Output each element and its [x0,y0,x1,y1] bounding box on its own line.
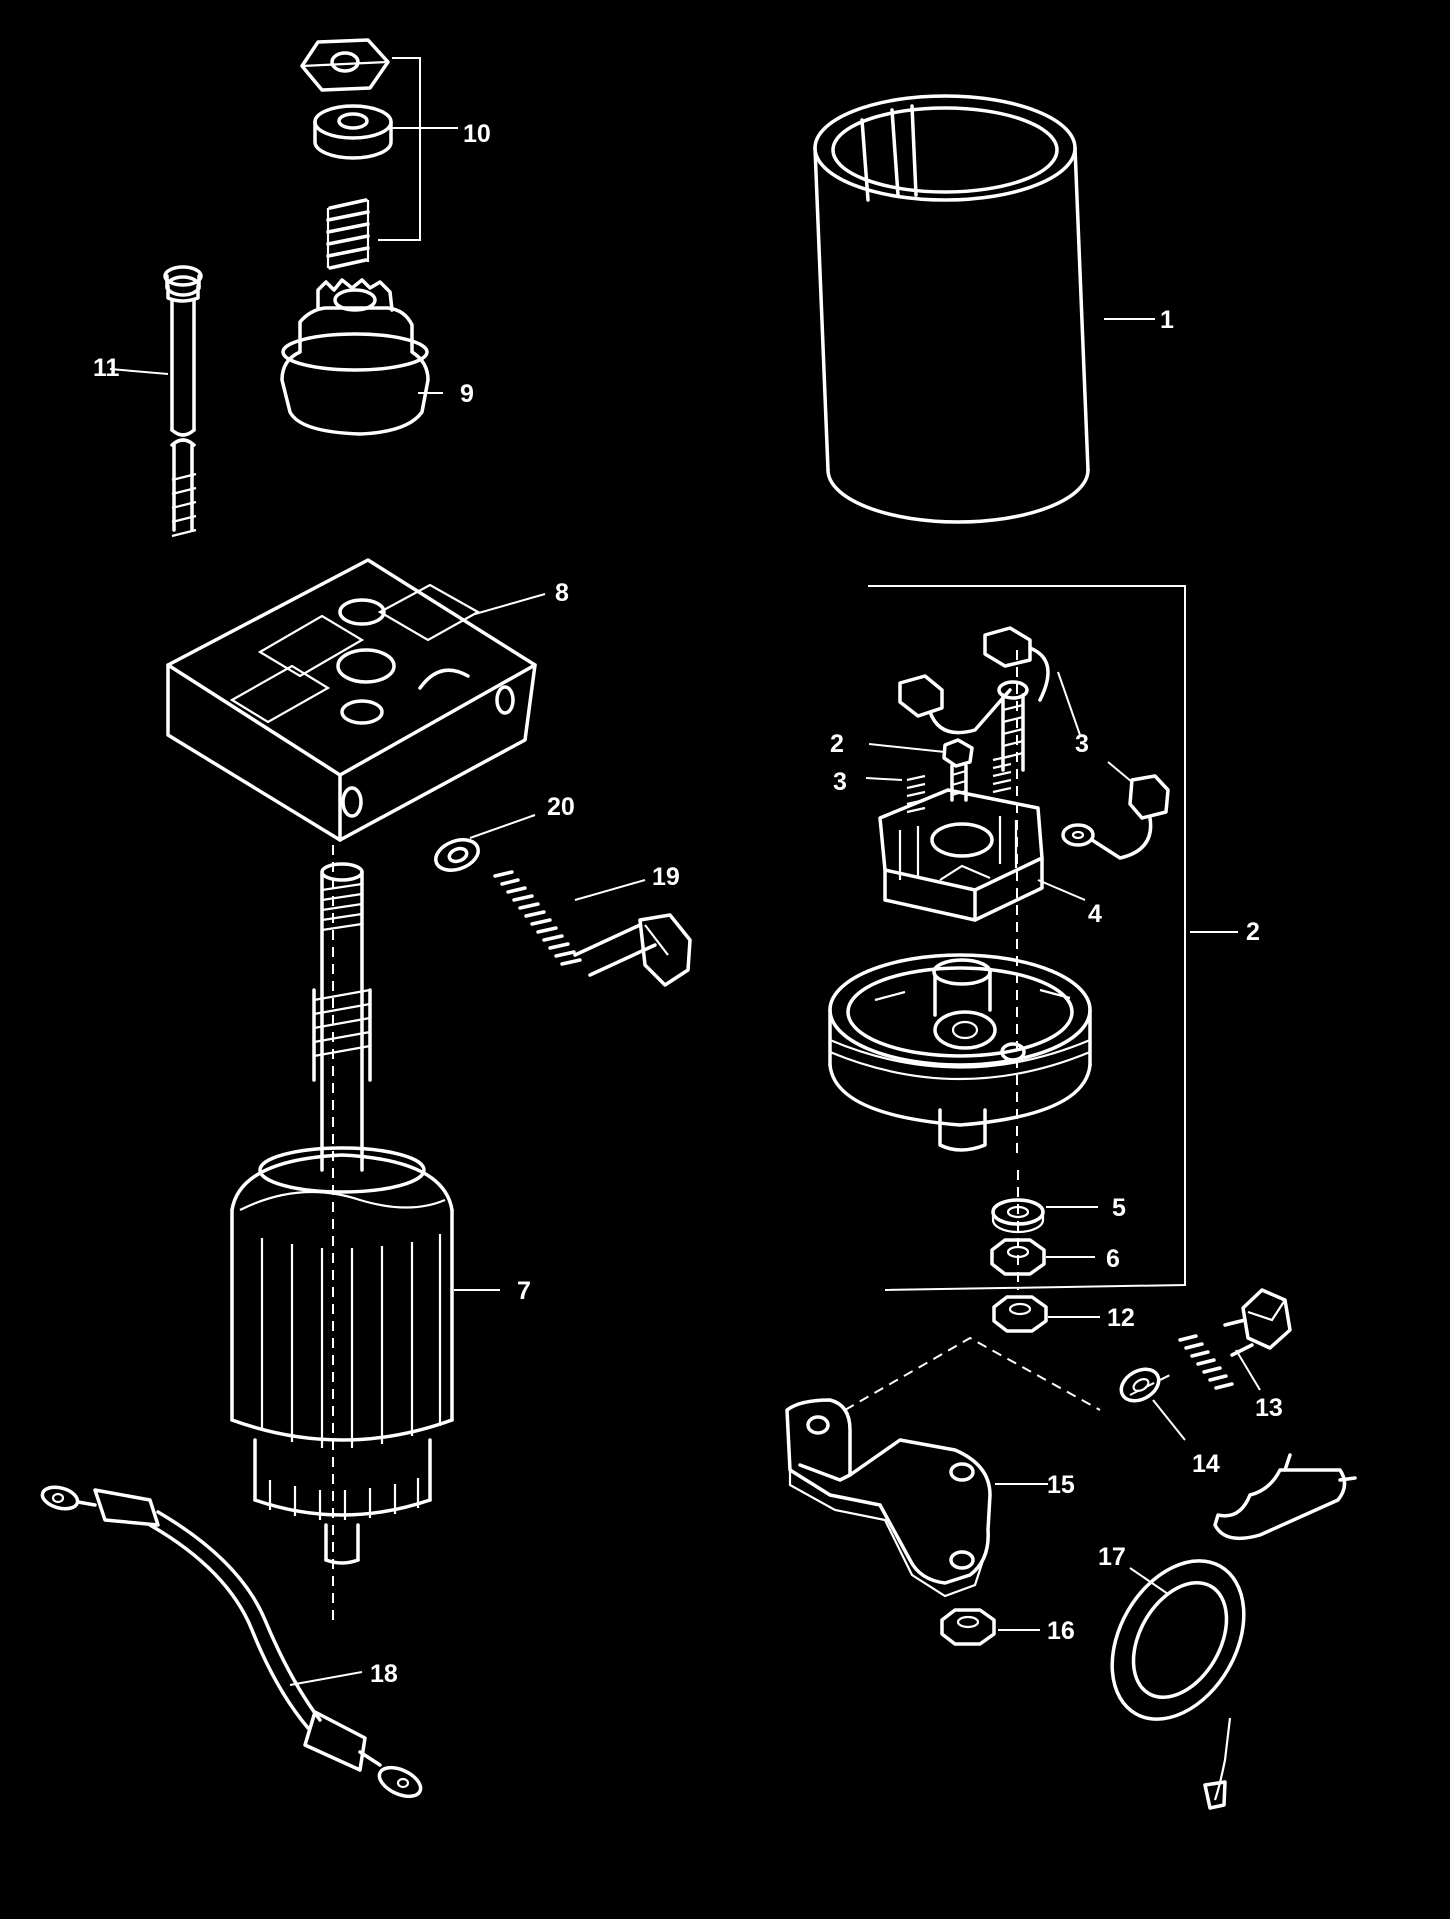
part-14-washer [1119,1367,1161,1403]
callout-6: 6 [1106,1245,1120,1273]
washer-10 [313,104,393,160]
alignment-lines [332,650,1171,1620]
callout-19: 19 [652,863,680,891]
callout-17: 17 [1098,1543,1126,1571]
callout-2-screw: 2 [830,730,844,758]
part-11-through-bolt [163,265,203,538]
callout-2-assembly: 2 [1246,918,1260,946]
callout-14: 14 [1192,1450,1220,1478]
part-4-brush-holder [878,788,1044,922]
part-19-bolt [493,870,692,987]
callout-12: 12 [1107,1304,1135,1332]
commutator-end-cap [828,953,1092,1152]
callout-13: 13 [1255,1394,1283,1422]
part-7-armature [230,862,454,1565]
part-20-washer [434,838,480,872]
callout-8: 8 [555,579,569,607]
leader-lines [109,57,1261,1686]
part-12-nut [992,1295,1048,1333]
callout-11: 11 [93,354,120,382]
part-9-drive-pinion [280,278,430,436]
callout-16: 16 [1047,1617,1075,1645]
part-2-screw [942,738,974,802]
callout-18: 18 [370,1660,398,1688]
spring-10 [326,198,370,270]
part-15-mounting-bracket [785,1398,992,1598]
terminal-screw [997,680,1029,772]
part-10-nut-washer-spring [300,38,393,270]
callout-10: 10 [463,120,491,148]
callout-3-right: 3 [1075,730,1089,758]
assembly-2-bracket [868,585,1186,1291]
callout-5: 5 [1112,1194,1126,1222]
part-3-brushes [898,626,1170,860]
callout-20: 20 [547,793,575,821]
part-1-frame-housing [813,94,1090,524]
nut-10 [300,38,390,92]
callout-3-left: 3 [833,768,847,796]
part-16-nut [940,1608,996,1646]
callouts: 10 11 9 1 8 20 19 2 3 3 4 2 5 6 7 12 13 … [93,120,1283,1688]
callout-7: 7 [517,1277,531,1305]
callout-15: 15 [1047,1471,1075,1499]
callout-1: 1 [1160,306,1174,334]
part-17-cable-assembly [1110,1453,1357,1810]
callout-9: 9 [460,380,474,408]
brush-spring-left [906,774,926,814]
part-13-bolt [1178,1288,1292,1390]
callout-4: 4 [1088,900,1102,928]
part-8-end-bracket [166,558,537,842]
part-18-cable [40,1485,423,1799]
